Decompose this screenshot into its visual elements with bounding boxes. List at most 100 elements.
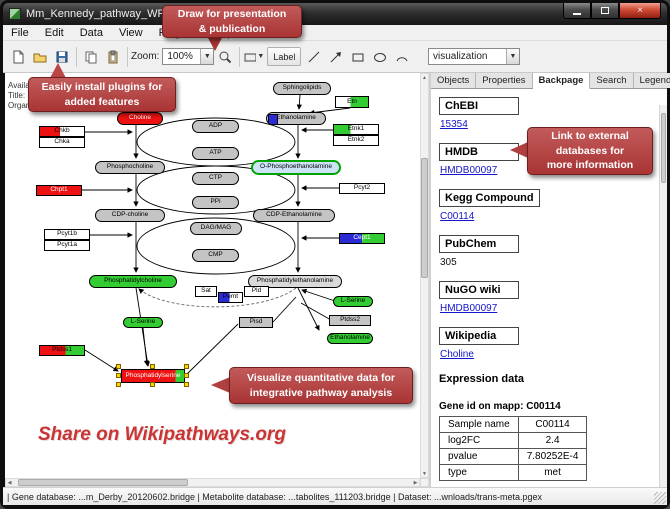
maximize-icon	[601, 7, 609, 14]
menu-data[interactable]: Data	[79, 26, 103, 39]
selection-handle[interactable]	[184, 382, 189, 387]
database-link[interactable]: C00114	[440, 211, 475, 222]
scrollbar-corner	[420, 478, 429, 487]
zoom-combobox[interactable]: 100% ▼	[162, 48, 215, 65]
pathway-node-phosphocholine[interactable]: Phosphocholine	[95, 161, 165, 174]
new-file-button[interactable]	[7, 46, 29, 68]
pathway-node-phosphatidylcholine[interactable]: Phosphatidylcholine	[89, 275, 177, 288]
database-link[interactable]: HMDB00097	[440, 165, 498, 176]
scroll-up-icon[interactable]: ▲	[422, 74, 427, 81]
vertical-scroll-thumb[interactable]	[421, 158, 428, 278]
pathway-node-cmp[interactable]: CMP	[192, 249, 239, 262]
title-bar[interactable]: Mm_Kennedy_pathway_WP1771_45176.gpml ×	[3, 3, 667, 25]
selection-handle[interactable]	[184, 373, 189, 378]
pathway-node-chka[interactable]: Chka	[39, 137, 85, 148]
pathway-node-phosphatidylethanolamine[interactable]: Phosphatidylethanolamine	[248, 275, 342, 288]
pathway-node-atp[interactable]: ATP	[192, 147, 239, 160]
selection-handle[interactable]	[116, 382, 121, 387]
visualization-value: visualization	[433, 51, 488, 62]
pathway-node-pisd[interactable]: Pisd	[239, 317, 273, 328]
pathway-node-dag-mag[interactable]: DAG/MAG	[190, 222, 242, 235]
callout-arrow-down-icon	[207, 36, 223, 51]
visualization-combobox[interactable]: visualization ▼	[428, 48, 520, 65]
pathway-node-cdp-ethanolamine[interactable]: CDP-Ethanolamine	[253, 209, 335, 222]
pathway-node-sat[interactable]: Sat	[195, 286, 217, 297]
selection-handle[interactable]	[150, 382, 155, 387]
pathway-node-chkb[interactable]: Chkb	[39, 126, 85, 137]
pathway-node-pcyt1b[interactable]: Pcyt1b	[44, 229, 90, 240]
pathway-node-etn[interactable]: Etn	[335, 96, 369, 108]
database-link[interactable]: 15354	[440, 119, 468, 130]
pathway-node-etnk1[interactable]: Etnk1	[333, 124, 379, 135]
tab-legend[interactable]: Legend	[633, 73, 670, 88]
horizontal-scrollbar[interactable]: ◀ ▶	[5, 478, 420, 487]
resize-grip[interactable]	[654, 492, 666, 504]
minimize-button[interactable]	[563, 3, 591, 19]
arrow-tool-button[interactable]	[325, 46, 347, 68]
database-name-box: NuGO wiki	[439, 281, 519, 299]
pathway-node-pld[interactable]: Pld	[244, 286, 269, 297]
pathway-node-pcyt1a[interactable]: Pcyt1a	[44, 240, 90, 251]
selection-handle[interactable]	[150, 364, 155, 369]
pathway-node-etnk2[interactable]: Etnk2	[333, 135, 379, 146]
tab-search[interactable]: Search	[590, 73, 634, 88]
paste-button[interactable]	[102, 46, 124, 68]
pathway-node-pemt[interactable]: Pemt	[218, 292, 243, 303]
horizontal-scroll-thumb[interactable]	[18, 479, 188, 486]
line-tool-button[interactable]	[303, 46, 325, 68]
menu-edit[interactable]: Edit	[44, 26, 64, 39]
pathway-node-pcyt2[interactable]: Pcyt2	[339, 183, 385, 194]
rectangle-tool-button[interactable]	[347, 46, 369, 68]
arc-tool-button[interactable]	[391, 46, 413, 68]
database-link[interactable]: HMDB00097	[440, 303, 498, 314]
scroll-left-icon[interactable]: ◀	[7, 479, 12, 486]
pathway-node-ethanolamine-top[interactable]: Ethanolamine	[266, 112, 326, 125]
pathway-node-ctp[interactable]: CTP	[192, 172, 239, 185]
pathway-node-sphingolipids[interactable]: Sphingolipids	[273, 82, 331, 95]
status-text: | Gene database: ...m_Derby_20120602.bri…	[7, 491, 543, 502]
tab-objects[interactable]: Objects	[431, 73, 477, 88]
oval-tool-button[interactable]	[369, 46, 391, 68]
paste-icon	[108, 50, 118, 63]
zoom-fit-button[interactable]	[214, 46, 236, 68]
database-link[interactable]: Choline	[440, 349, 474, 360]
chevron-down-icon: ▼	[257, 53, 265, 60]
pathway-node-ethanolamine-bottom[interactable]: Ethanolamine	[327, 333, 373, 344]
pathway-node-ptdss2[interactable]: Ptdss2	[329, 315, 371, 326]
copy-button[interactable]	[80, 46, 102, 68]
pathway-node-chpt1[interactable]: Chpt1	[36, 185, 82, 196]
close-button[interactable]: ×	[619, 3, 661, 19]
pathway-node-adp[interactable]: ADP	[192, 120, 239, 133]
pathway-node-cept1[interactable]: Cept1	[339, 233, 385, 244]
pathway-node-choline[interactable]: Choline	[117, 112, 163, 125]
pathway-node-ppi[interactable]: PPi	[192, 196, 239, 209]
menu-view[interactable]: View	[118, 26, 143, 39]
sidebar-scroll-thumb[interactable]	[661, 113, 666, 183]
menu-file[interactable]: File	[11, 26, 29, 39]
selection-handle[interactable]	[184, 364, 189, 369]
tab-backpage[interactable]: Backpage	[532, 73, 591, 89]
pathway-node-cdp-choline[interactable]: CDP-choline	[95, 209, 165, 222]
selection-handle[interactable]	[116, 373, 121, 378]
pathway-node-phosphatidylserine[interactable]: Phosphatidylserine	[121, 369, 185, 383]
scroll-down-icon[interactable]: ▼	[422, 470, 427, 477]
label-tool-button[interactable]: Label	[267, 47, 302, 66]
selection-handle[interactable]	[116, 364, 121, 369]
expression-cell: C00114	[517, 416, 588, 433]
tab-properties[interactable]: Properties	[476, 73, 533, 88]
scroll-right-icon[interactable]: ▶	[413, 479, 418, 486]
save-button[interactable]	[51, 46, 73, 68]
open-button[interactable]	[29, 46, 51, 68]
pathway-node-l-serine-right[interactable]: L-Serine	[333, 296, 373, 307]
sidebar-scrollbar[interactable]	[659, 105, 667, 487]
pathway-node-o-phosphoethanolamine[interactable]: O-Phosphoethanolamine	[252, 161, 340, 174]
vertical-scrollbar[interactable]: ▲ ▼	[420, 73, 429, 478]
maximize-button[interactable]	[591, 3, 619, 19]
pathway-info-text: Title:	[8, 91, 26, 100]
datanode-tool-button[interactable]: ▼	[243, 46, 265, 68]
pathway-node-ptdss1[interactable]: Ptdss1	[39, 345, 85, 356]
expression-cell: type	[439, 464, 519, 481]
pathway-node-l-serine-left[interactable]: L-Serine	[123, 317, 163, 328]
